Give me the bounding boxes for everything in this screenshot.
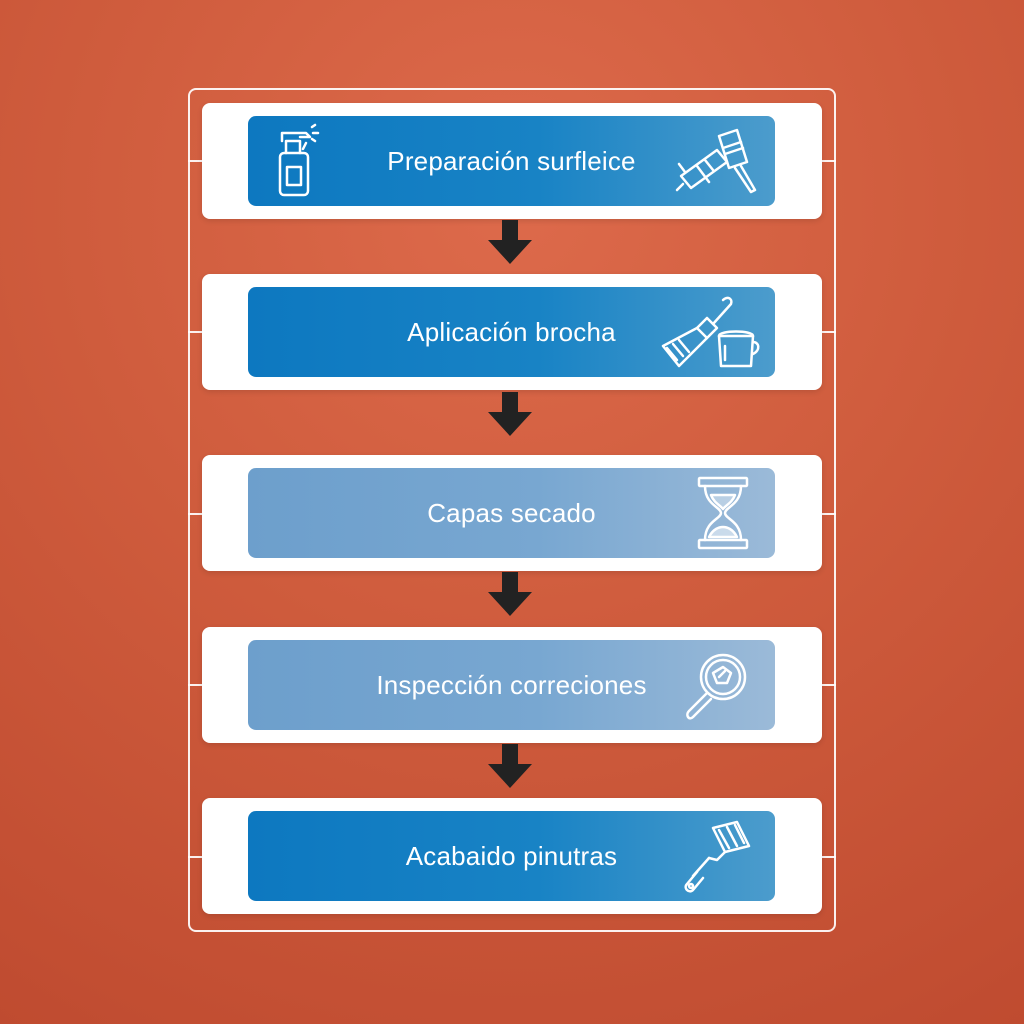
flow-arrow [488,744,532,788]
step-card-preparacion: Preparación surfleice [202,103,822,219]
frame-connector [822,684,836,686]
process-frame [188,88,836,932]
step-label-preparacion: Preparación surfleice [387,145,636,176]
spray-bottle-icon [272,123,320,199]
step-card-capas: Capas secado [202,455,822,571]
step-card-aplicacion: Aplicación brocha [202,274,822,390]
step-bar-acabado: Acabaido pinutras [248,811,775,901]
step-card-acabado: Acabaido pinutras [202,798,822,914]
step-card-inspeccion: Inspección correciones [202,627,822,743]
flow-arrow [488,220,532,264]
frame-connector [188,856,202,858]
flow-arrow [488,392,532,436]
frame-connector [188,331,202,333]
step-label-acabado: Acabaido pinutras [405,840,618,871]
step-bar-capas: Capas secado [248,468,775,558]
paintbrush-bucket-icon [655,294,765,370]
frame-connector [822,331,836,333]
frame-connector [188,513,202,515]
frame-connector [822,160,836,162]
frame-connector [188,684,202,686]
step-bar-preparacion: Preparación surfleice [248,116,775,206]
scraper-brush-icon [675,126,757,196]
step-label-aplicacion: Aplicación brocha [407,316,616,347]
flow-arrow [488,572,532,616]
frame-connector [822,856,836,858]
magnifier-icon [679,647,755,723]
frame-connector [822,513,836,515]
hourglass-icon [695,475,751,551]
frame-connector [188,160,202,162]
paint-roller-icon [679,818,755,894]
step-label-capas: Capas secado [427,497,596,528]
step-bar-inspeccion: Inspección correciones [248,640,775,730]
step-label-inspeccion: Inspección correciones [376,669,647,700]
step-bar-aplicacion: Aplicación brocha [248,287,775,377]
